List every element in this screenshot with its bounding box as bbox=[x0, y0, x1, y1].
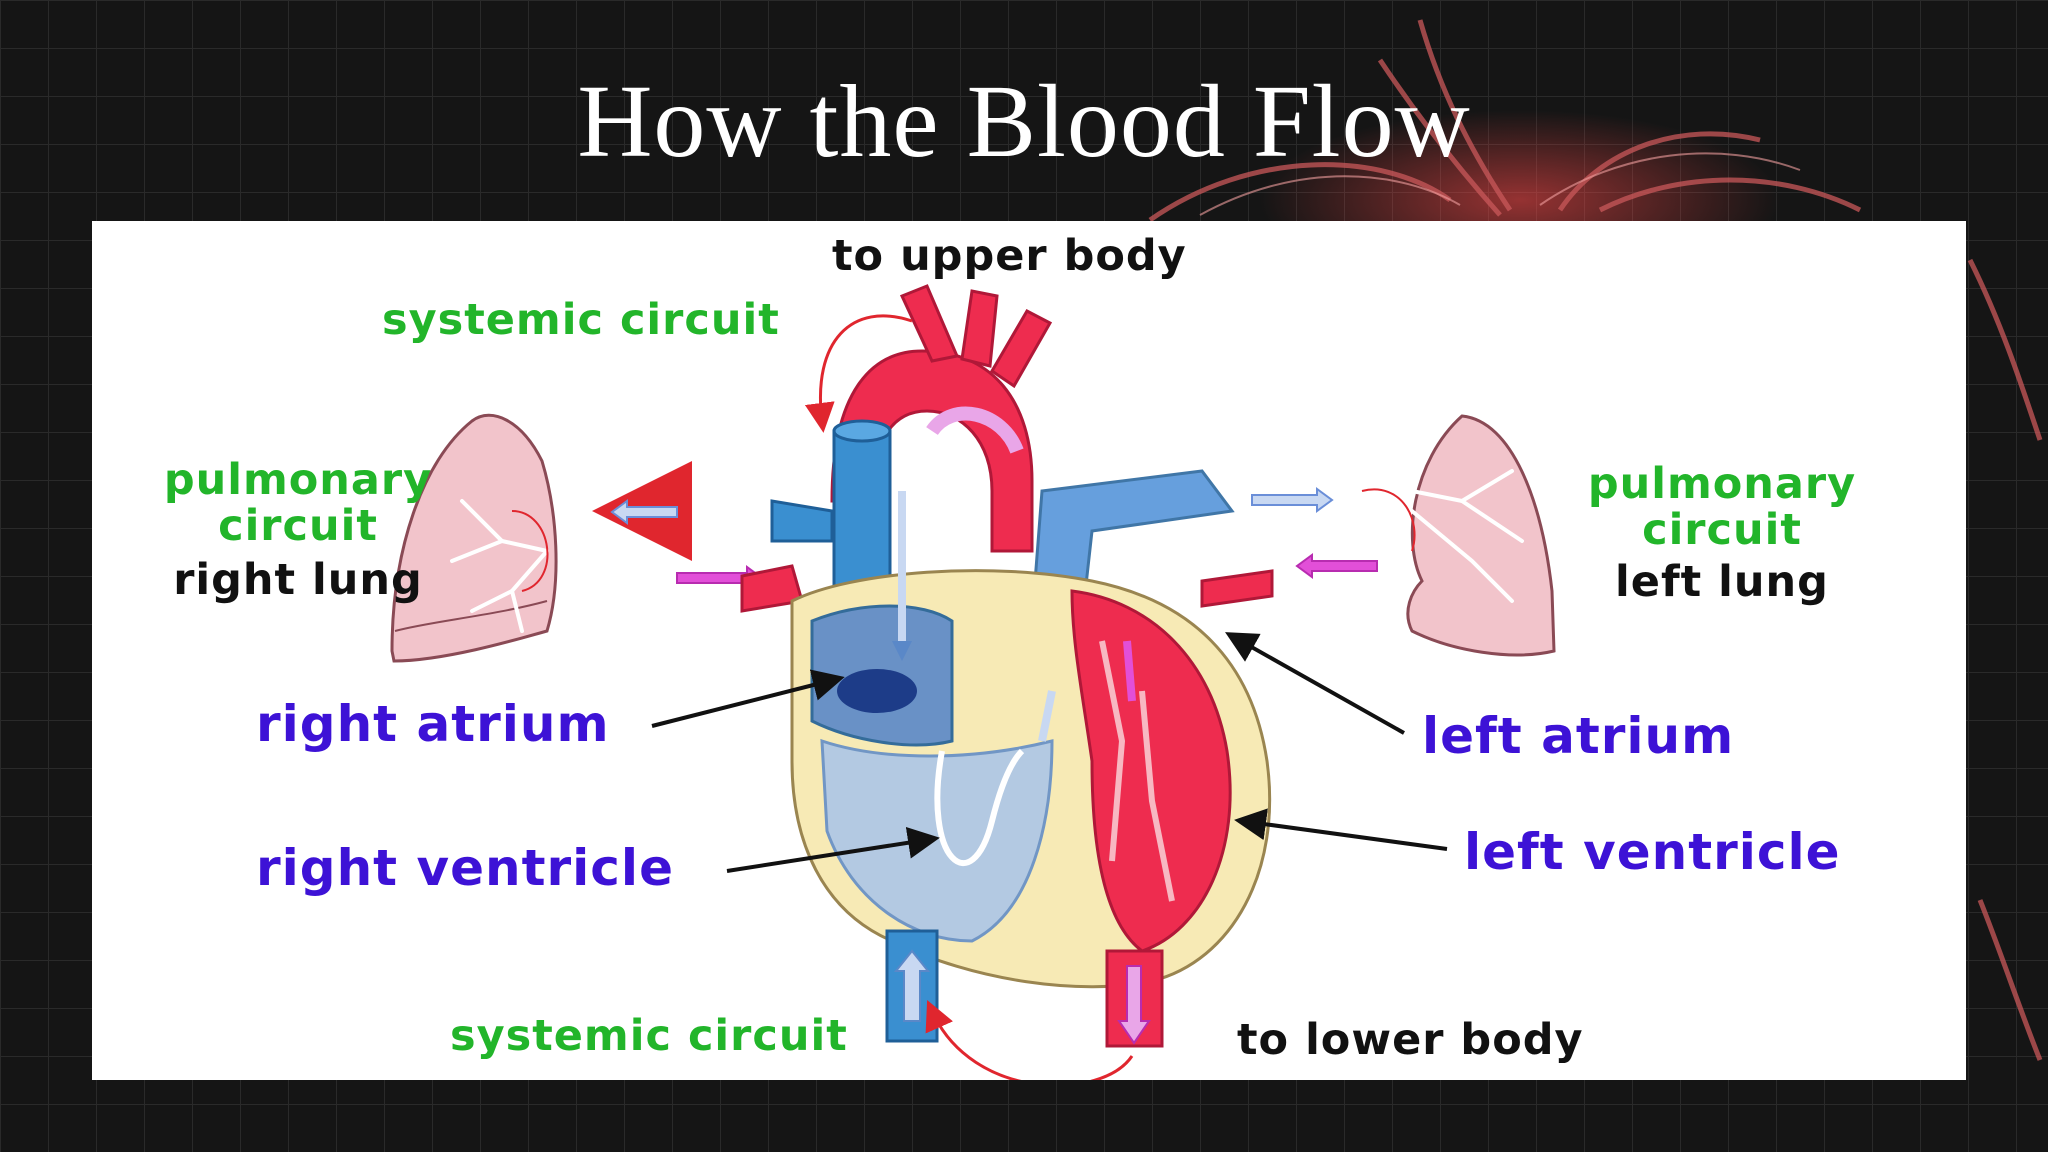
leader-left-ventricle bbox=[1234, 808, 1448, 851]
label-to-lower-body: to lower body bbox=[1237, 1015, 1584, 1065]
leader-right-ventricle bbox=[726, 826, 940, 873]
slide-title: How the Blood Flow bbox=[577, 64, 1471, 179]
left-lung-illustration bbox=[1361, 414, 1556, 657]
label-left-ventricle: left ventricle bbox=[1464, 823, 1841, 881]
pulmonary-flow-arrows bbox=[592, 461, 1378, 591]
heart-diagram-panel: to upper body systemic circuit pulmonary… bbox=[92, 221, 1966, 1080]
label-right-lung: right lung bbox=[173, 555, 423, 605]
label-right-atrium: right atrium bbox=[256, 695, 610, 753]
label-left-lung: left lung bbox=[1615, 557, 1829, 607]
label-pulmonary-circuit-right: pulmonary circuit bbox=[163, 455, 433, 552]
label-right-ventricle: right ventricle bbox=[256, 839, 674, 897]
label-left-atrium: left atrium bbox=[1422, 707, 1735, 765]
heart-illustration bbox=[740, 284, 1274, 1048]
leader-left-atrium bbox=[1225, 632, 1405, 735]
systemic-arrow-top bbox=[804, 314, 913, 433]
right-lung-illustration bbox=[390, 413, 558, 663]
label-systemic-circuit-top: systemic circuit bbox=[382, 295, 780, 345]
leader-right-atrium bbox=[651, 669, 845, 728]
label-to-upper-body: to upper body bbox=[832, 231, 1187, 281]
label-systemic-circuit-bottom: systemic circuit bbox=[450, 1011, 848, 1061]
systemic-arrow-bottom bbox=[925, 1000, 1134, 1080]
label-pulmonary-circuit-left: pulmonary circuit bbox=[1587, 459, 1857, 556]
heart-diagram bbox=[390, 284, 1556, 1080]
